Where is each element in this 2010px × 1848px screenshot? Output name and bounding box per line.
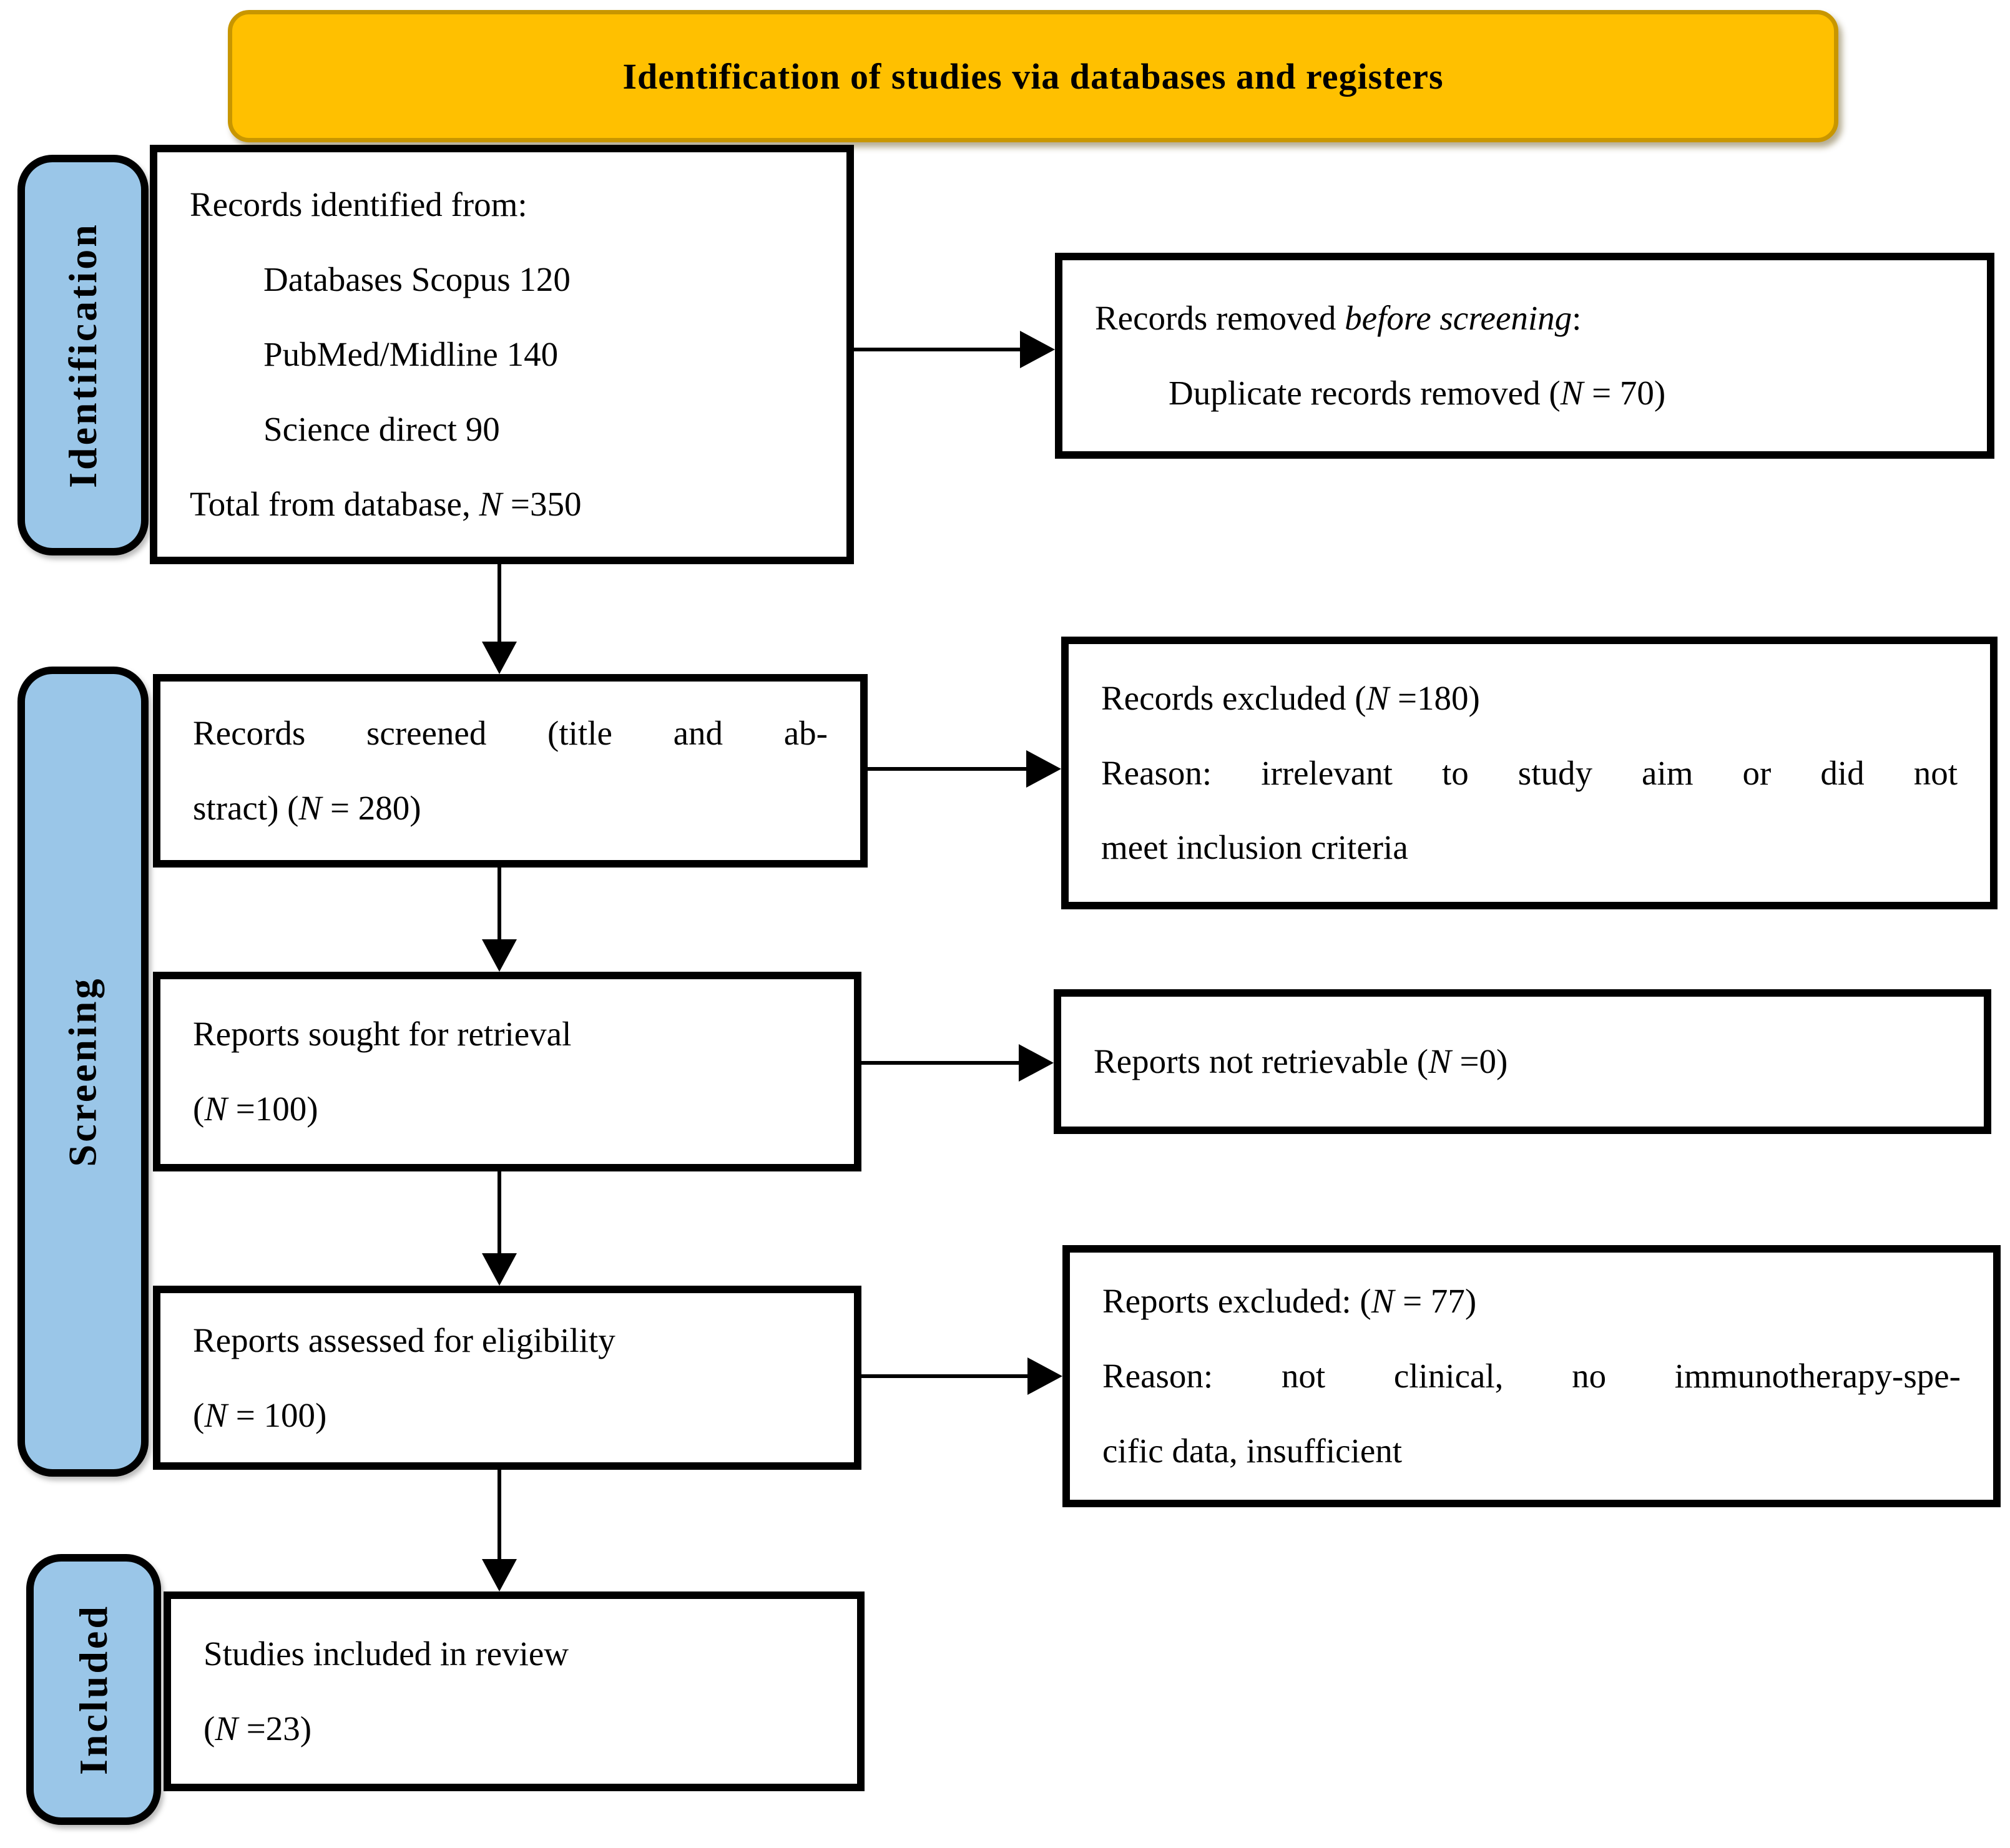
box-records-identified: Records identified from: Databases Scopus… (150, 145, 854, 564)
stage-label-included-text: Included (71, 1604, 115, 1775)
italic-text-segment: N (204, 1090, 228, 1128)
arrow-right-head-2-icon (1026, 750, 1061, 788)
text-line: Total from database, N =350 (190, 467, 814, 542)
text-segment: = 77) (1394, 1282, 1477, 1321)
text-segment: Reports excluded: ( (1102, 1282, 1371, 1321)
text-line: Reports sought for retrieval (193, 997, 821, 1072)
italic-text-segment: N (215, 1709, 238, 1748)
text-line: Records excluded (N =180) (1101, 661, 1958, 736)
text-segment: = 280) (321, 789, 421, 827)
text-segment: ( (203, 1709, 215, 1748)
text-line: (N = 100) (193, 1378, 821, 1453)
text-line: Reports excluded: (N = 77) (1102, 1264, 1961, 1339)
italic-text-segment: N (1371, 1282, 1395, 1321)
text-segment: Reports sought for retrieval (193, 1015, 572, 1054)
arrow-down-identified-to-screened (498, 564, 501, 642)
arrow-right-identified-to-removed (854, 348, 1020, 351)
text-line: stract) (N = 280) (193, 771, 828, 846)
text-line: Studies included in review (203, 1616, 825, 1691)
text-segment: : (1572, 299, 1582, 338)
arrow-right-head-1-icon (1020, 331, 1055, 368)
box-reports-not-retrievable: Reports not retrievable (N =0) (1054, 989, 1991, 1134)
text-segment: =350 (502, 484, 582, 523)
text-line: cific data, insufficient (1102, 1414, 1961, 1489)
arrow-right-sought-to-not-retrievable (861, 1061, 1019, 1065)
text-line: Reports assessed for eligibility (193, 1303, 821, 1378)
text-line: Reason: not clinical, no immunotherapy-s… (1102, 1339, 1961, 1414)
text-segment: Databases Scopus 120 (263, 260, 571, 299)
text-segment: Reports not retrievable ( (1094, 1042, 1429, 1081)
header-title: Identification of studies via databases … (622, 56, 1444, 97)
italic-text-segment: N (1560, 374, 1584, 412)
arrow-down-head-4-icon (482, 1559, 517, 1591)
arrow-down-head-3-icon (482, 1253, 517, 1286)
text-segment: Records screened (title and ab- (193, 714, 828, 753)
text-line: PubMed/Midline 140 (190, 317, 814, 392)
arrow-down-head-2-icon (482, 939, 517, 972)
text-segment: = 70) (1583, 374, 1666, 412)
text-segment: Records removed (1095, 299, 1345, 338)
box-records-removed-before-screening: Records removed before screening:Duplica… (1055, 253, 1994, 459)
text-line: Duplicate records removed (N = 70) (1095, 356, 1954, 431)
text-line: Records identified from: (190, 167, 814, 242)
italic-text-segment: before screening (1345, 299, 1572, 338)
italic-text-segment: N (479, 484, 502, 523)
text-segment: Reason: not clinical, no immunotherapy-s… (1102, 1357, 1961, 1396)
text-segment: ( (193, 1396, 205, 1434)
box-reports-excluded: Reports excluded: (N = 77) Reason: not cl… (1062, 1245, 2001, 1507)
text-segment: Reason: irrelevant to study aim or did n… (1101, 753, 1958, 792)
text-segment: Reports assessed for eligibility (193, 1321, 615, 1359)
text-segment: =100) (227, 1090, 318, 1128)
stage-label-included: Included (26, 1554, 161, 1825)
stage-label-screening-text: Screening (61, 976, 105, 1167)
text-segment: cific data, insufficient (1102, 1431, 1403, 1470)
header-banner: Identification of studies via databases … (228, 10, 1838, 142)
italic-text-segment: N (204, 1396, 228, 1434)
text-line: (N =23) (203, 1691, 825, 1766)
arrow-down-assessed-to-included (498, 1470, 501, 1559)
italic-text-segment: N (298, 789, 322, 827)
text-segment: =23) (238, 1709, 312, 1748)
text-line: Science direct 90 (190, 392, 814, 467)
arrow-down-sought-to-assessed (498, 1171, 501, 1253)
text-segment: =180) (1389, 678, 1480, 717)
box-reports-assessed: Reports assessed for eligibility (N = 100… (153, 1286, 861, 1470)
stage-label-identification: Identification (17, 155, 149, 555)
box-studies-included: Studies included in review (N =23) (164, 1591, 865, 1791)
text-segment: =0) (1451, 1042, 1508, 1081)
stage-label-screening: Screening (17, 667, 149, 1477)
text-line: Records screened (title and ab- (193, 696, 828, 771)
text-segment: Duplicate records removed ( (1169, 374, 1561, 412)
text-segment: Records excluded ( (1101, 678, 1366, 717)
text-line: Reports not retrievable (N =0) (1094, 1024, 1951, 1099)
box-records-excluded: Records excluded (N =180) Reason: irrelev… (1061, 637, 1998, 909)
text-segment: stract) ( (193, 789, 299, 827)
italic-text-segment: N (1366, 678, 1390, 717)
text-line: Databases Scopus 120 (190, 242, 814, 317)
text-segment: Total from database, (190, 484, 479, 523)
arrow-right-head-4-icon (1027, 1357, 1062, 1395)
text-line: Reason: irrelevant to study aim or did n… (1101, 736, 1958, 811)
text-segment: Records identified from: (190, 185, 527, 224)
box-records-screened: Records screened (title and ab-stract) (… (153, 674, 868, 868)
arrow-right-assessed-to-excluded (861, 1374, 1027, 1378)
text-segment: ( (193, 1090, 205, 1128)
stage-label-identification-text: Identification (61, 222, 105, 488)
box-reports-sought: Reports sought for retrieval (N =100) (153, 972, 861, 1171)
arrow-down-head-1-icon (482, 642, 517, 674)
text-segment: meet inclusion criteria (1101, 828, 1408, 867)
text-line: (N =100) (193, 1072, 821, 1146)
arrow-down-screened-to-sought (498, 868, 501, 939)
text-line: meet inclusion criteria (1101, 810, 1958, 885)
text-segment: Science direct 90 (263, 409, 500, 448)
arrow-right-head-3-icon (1019, 1044, 1054, 1082)
text-segment: PubMed/Midline 140 (263, 335, 559, 374)
text-line: Records removed before screening: (1095, 281, 1954, 356)
text-segment: Studies included in review (203, 1635, 569, 1673)
arrow-right-screened-to-excluded (868, 767, 1026, 771)
text-segment: = 100) (227, 1396, 327, 1434)
italic-text-segment: N (1428, 1042, 1451, 1081)
